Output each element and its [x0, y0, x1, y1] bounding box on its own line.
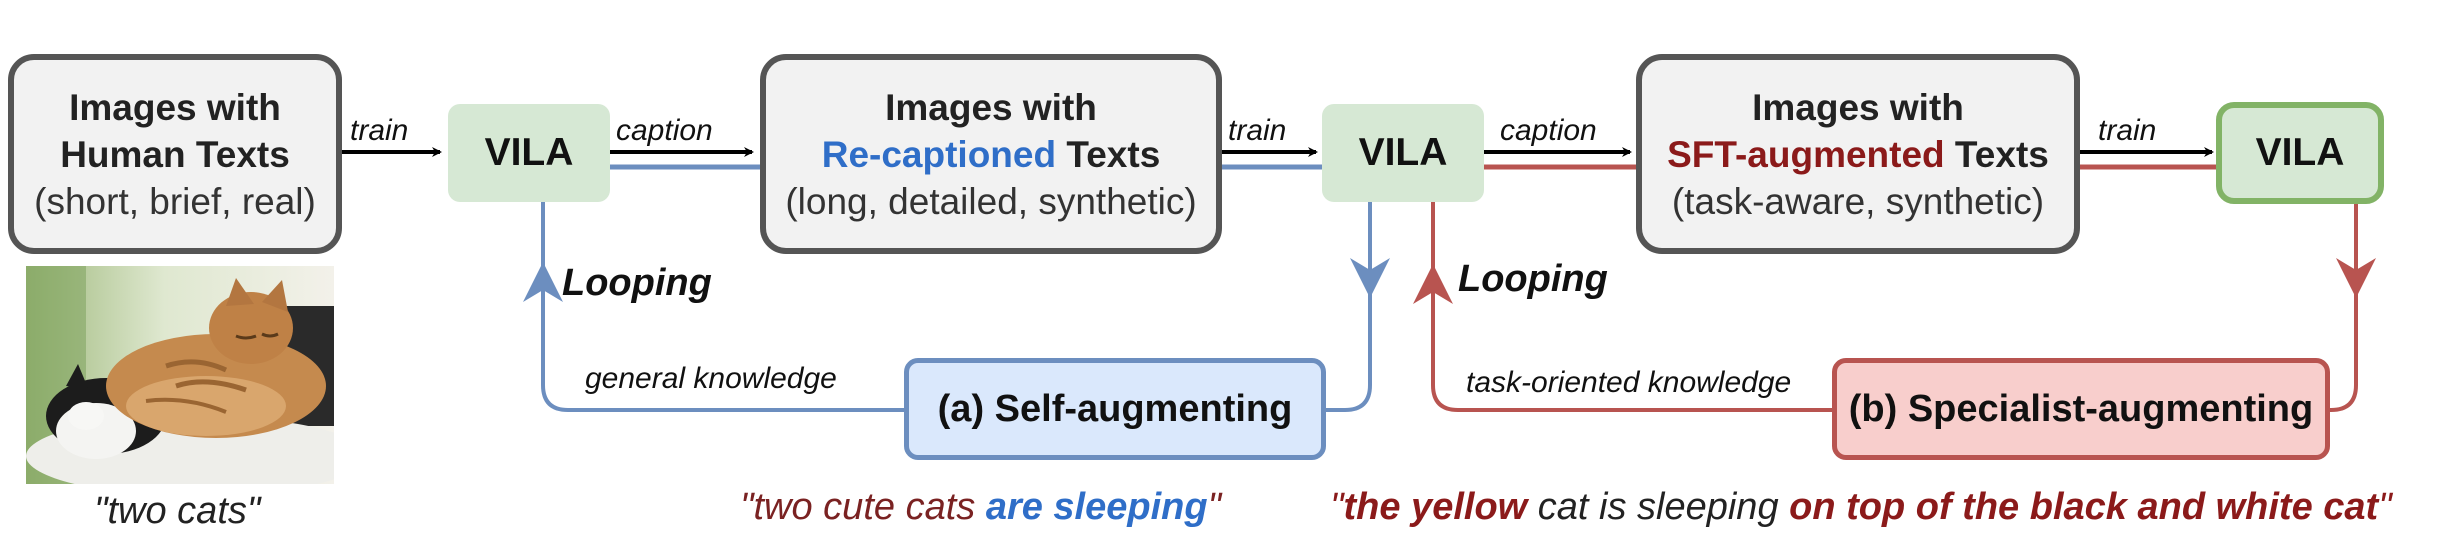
sft-highlight: SFT-augmented	[1667, 133, 1945, 175]
looping-label-self: Looping	[562, 262, 712, 304]
box-sft-line2: SFT-augmented Texts	[1667, 131, 2049, 178]
general-knowledge-label: general knowledge	[585, 362, 837, 395]
loop-self-out	[1326, 202, 1372, 412]
vila-node-2: VILA	[1322, 104, 1484, 202]
box-human-line3: (short, brief, real)	[34, 180, 316, 222]
loop-spec-back	[1413, 264, 1832, 412]
box-recaption-line3: (long, detailed, synthetic)	[785, 180, 1197, 222]
caption-spec-h2: on top of the black and white cat	[1789, 486, 2379, 528]
recaption-highlight: Re-captioned	[821, 133, 1057, 175]
caption-specialist-augmented: "the yellow cat is sleeping on top of th…	[1330, 486, 2392, 529]
edge-label-caption-2: caption	[1500, 114, 1597, 147]
sft-rest: Texts	[1944, 133, 2049, 175]
vila-node-2-label: VILA	[1358, 131, 1448, 174]
caption-spec-open: "	[1330, 486, 1344, 528]
two-cats-photo	[26, 266, 334, 484]
vila-node-3: VILA	[2216, 102, 2384, 204]
caption-self-highlight: are sleeping	[985, 486, 1208, 528]
specialist-augmenting-label: (b) Specialist-augmenting	[1848, 387, 2314, 430]
box-recaption-line1: Images with	[885, 86, 1097, 128]
edge-label-caption-1: caption	[616, 114, 713, 147]
vila-node-1-label: VILA	[484, 131, 574, 174]
box-human-texts: Images with Human Texts (short, brief, r…	[8, 54, 342, 254]
box-recaption-line2: Re-captioned Texts	[822, 131, 1161, 178]
loop-spec-out	[2330, 202, 2358, 412]
caption-self-augmented: "two cute cats are sleeping"	[740, 486, 1221, 529]
self-augmenting-box: (a) Self-augmenting	[904, 358, 1326, 460]
box-sft-line1: Images with	[1752, 86, 1964, 128]
caption-two-cats: "two cats"	[94, 490, 261, 532]
self-augmenting-label: (a) Self-augmenting	[937, 387, 1293, 430]
cats-illustration	[26, 266, 334, 484]
loop-self-back	[523, 262, 904, 412]
box-human-line2: Human Texts	[60, 133, 290, 175]
caption-spec-close: "	[2378, 486, 2392, 528]
specialist-augmenting-box: (b) Specialist-augmenting	[1832, 358, 2330, 460]
vila-node-1: VILA	[448, 104, 610, 202]
edge-label-train-1: train	[350, 114, 409, 147]
box-recaptioned-texts: Images with Re-captioned Texts (long, de…	[760, 54, 1222, 254]
task-knowledge-label: task-oriented knowledge	[1466, 366, 1792, 399]
box-sft-texts: Images with SFT-augmented Texts (task-aw…	[1636, 54, 2080, 254]
recaption-rest: Texts	[1056, 133, 1161, 175]
caption-spec-mid: cat is sleeping	[1527, 486, 1790, 528]
edge-label-train-2: train	[1228, 114, 1287, 147]
vila-node-3-label: VILA	[2255, 131, 2345, 174]
edge-label-train-3: train	[2098, 114, 2157, 147]
caption-self-close: "	[1207, 486, 1222, 528]
box-sft-line3: (task-aware, synthetic)	[1671, 180, 2045, 222]
looping-label-specialist: Looping	[1458, 258, 1608, 300]
caption-self-open: "two cute cats	[740, 486, 986, 528]
caption-spec-h1: the yellow	[1343, 486, 1528, 528]
box-human-line1: Images with	[69, 86, 281, 128]
